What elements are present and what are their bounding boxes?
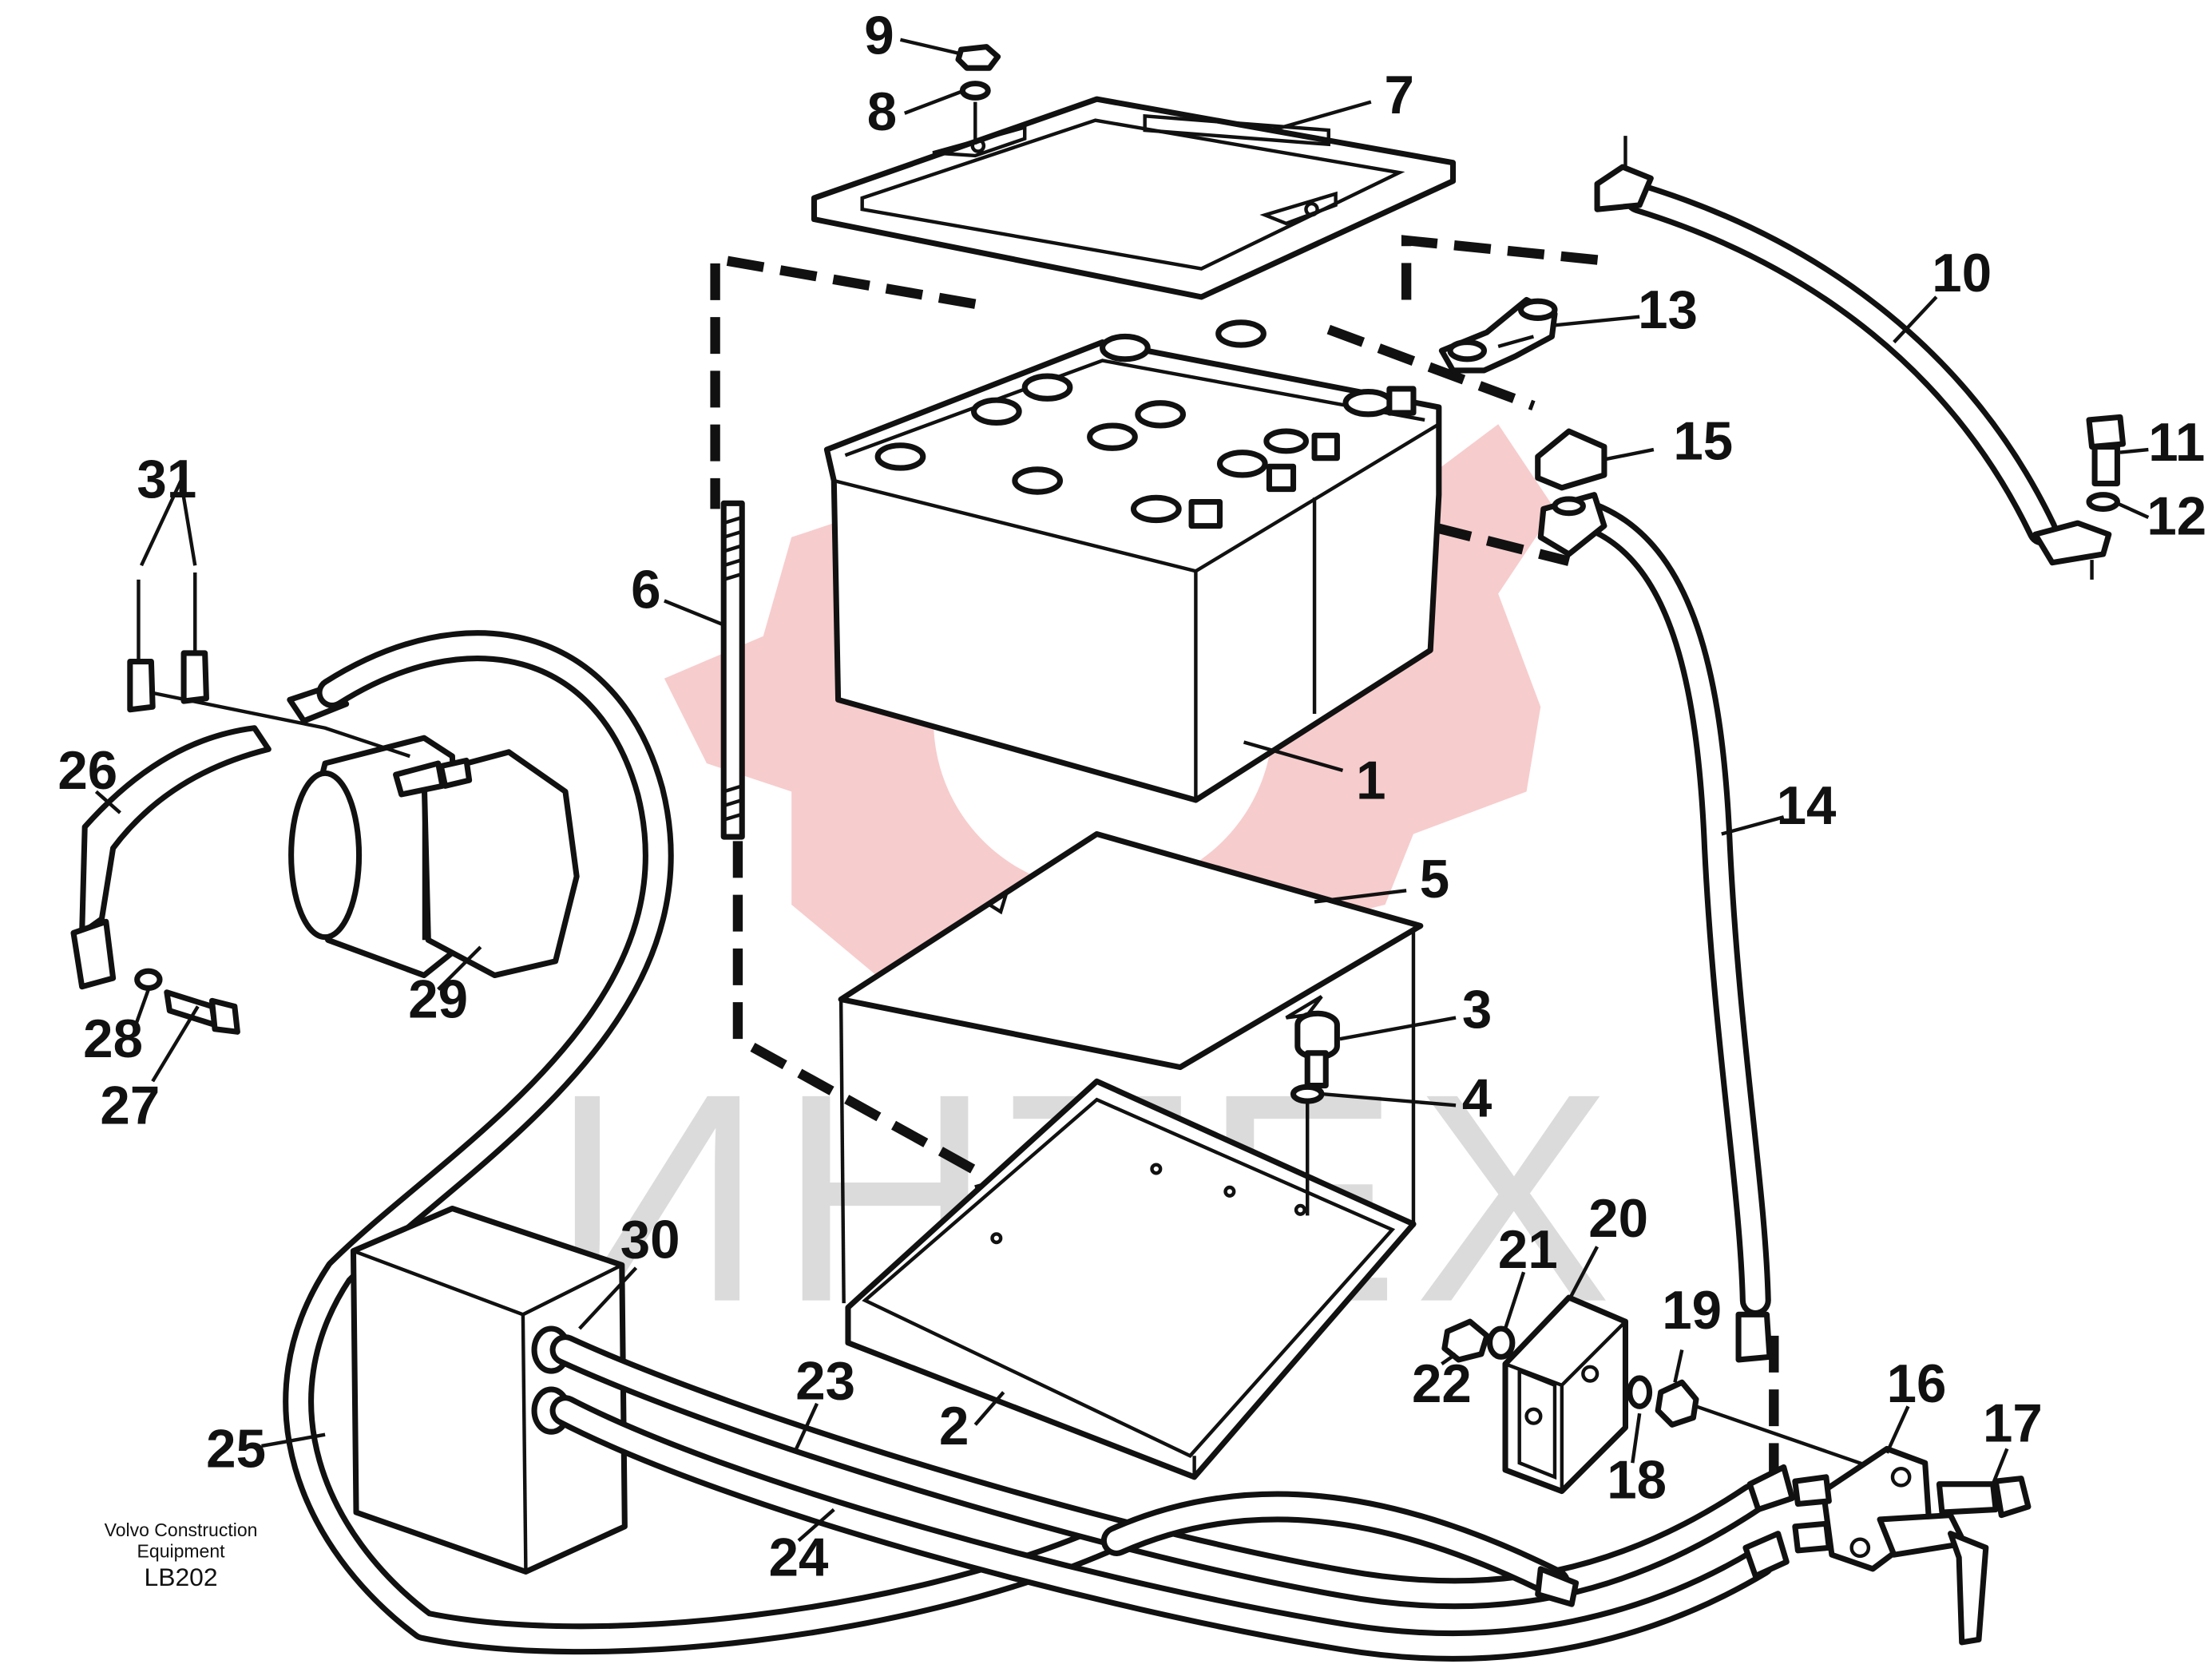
part-label-20: 20 bbox=[1588, 1189, 1648, 1249]
part-label-13: 13 bbox=[1638, 280, 1698, 340]
part-label-16: 16 bbox=[1887, 1354, 1947, 1414]
part-label-17: 17 bbox=[1983, 1394, 2043, 1454]
cable-bolt-and-washer bbox=[2086, 414, 2127, 512]
part-label-14: 14 bbox=[1777, 776, 1837, 836]
part-label-12: 12 bbox=[2147, 486, 2206, 546]
part-label-15: 15 bbox=[1673, 411, 1733, 471]
part-labels: 1 2 3 4 5 6 7 8 9 10 11 12 13 14 15 16 1… bbox=[57, 6, 2206, 1587]
part-label-11: 11 bbox=[2148, 413, 2205, 473]
part-label-29: 29 bbox=[408, 970, 468, 1030]
battery-cable-14 bbox=[1537, 492, 1773, 1363]
part-label-19: 19 bbox=[1662, 1281, 1722, 1341]
manufacturer-credit: Volvo Construction Equipment LB202 bbox=[105, 1519, 258, 1591]
part-label-22: 22 bbox=[1412, 1354, 1472, 1414]
battery-box bbox=[838, 830, 1424, 1480]
part-label-24: 24 bbox=[769, 1528, 829, 1588]
part-label-25: 25 bbox=[206, 1419, 266, 1479]
part-label-4: 4 bbox=[1462, 1068, 1493, 1128]
terminal-cover bbox=[1535, 428, 1607, 491]
connection-box bbox=[350, 1206, 628, 1575]
battery-cell-caps bbox=[874, 319, 1394, 524]
battery-cable-10 bbox=[1594, 136, 2112, 580]
part-label-1: 1 bbox=[1356, 751, 1385, 810]
threaded-rod bbox=[720, 500, 745, 840]
part-label-6: 6 bbox=[631, 560, 660, 620]
nut-and-washer bbox=[955, 44, 1001, 145]
credit-line-2: Equipment bbox=[137, 1541, 226, 1562]
part-label-5: 5 bbox=[1420, 850, 1449, 909]
part-label-21: 21 bbox=[1498, 1220, 1558, 1280]
part-label-18: 18 bbox=[1607, 1450, 1667, 1510]
battery-terminal-posts bbox=[1188, 386, 1417, 529]
leader-lines bbox=[94, 38, 2150, 1543]
part-label-28: 28 bbox=[83, 1009, 143, 1069]
battery-main-switch bbox=[1792, 1445, 2032, 1646]
terminal-clamp bbox=[1438, 296, 1558, 374]
part-label-23: 23 bbox=[795, 1351, 855, 1411]
drawing-code: LB202 bbox=[145, 1563, 218, 1591]
part-label-9: 9 bbox=[864, 6, 894, 65]
part-label-10: 10 bbox=[1932, 244, 1992, 303]
ground-strap-assembly bbox=[70, 573, 1119, 1655]
cables-23-24 bbox=[549, 1334, 1795, 1662]
hold-down-frame bbox=[811, 96, 1457, 300]
part-label-31: 31 bbox=[137, 450, 196, 509]
part-label-3: 3 bbox=[1462, 980, 1492, 1040]
part-label-7: 7 bbox=[1385, 65, 1414, 125]
starter-relay bbox=[288, 735, 580, 979]
part-label-26: 26 bbox=[57, 741, 117, 801]
part-label-30: 30 bbox=[620, 1210, 680, 1270]
part-label-2: 2 bbox=[939, 1397, 969, 1456]
box-bolt-and-washer bbox=[1290, 1010, 1340, 1216]
battery bbox=[823, 319, 1442, 803]
credit-line-1: Volvo Construction bbox=[105, 1519, 258, 1540]
part-label-27: 27 bbox=[100, 1076, 160, 1135]
part-label-8: 8 bbox=[867, 82, 897, 142]
